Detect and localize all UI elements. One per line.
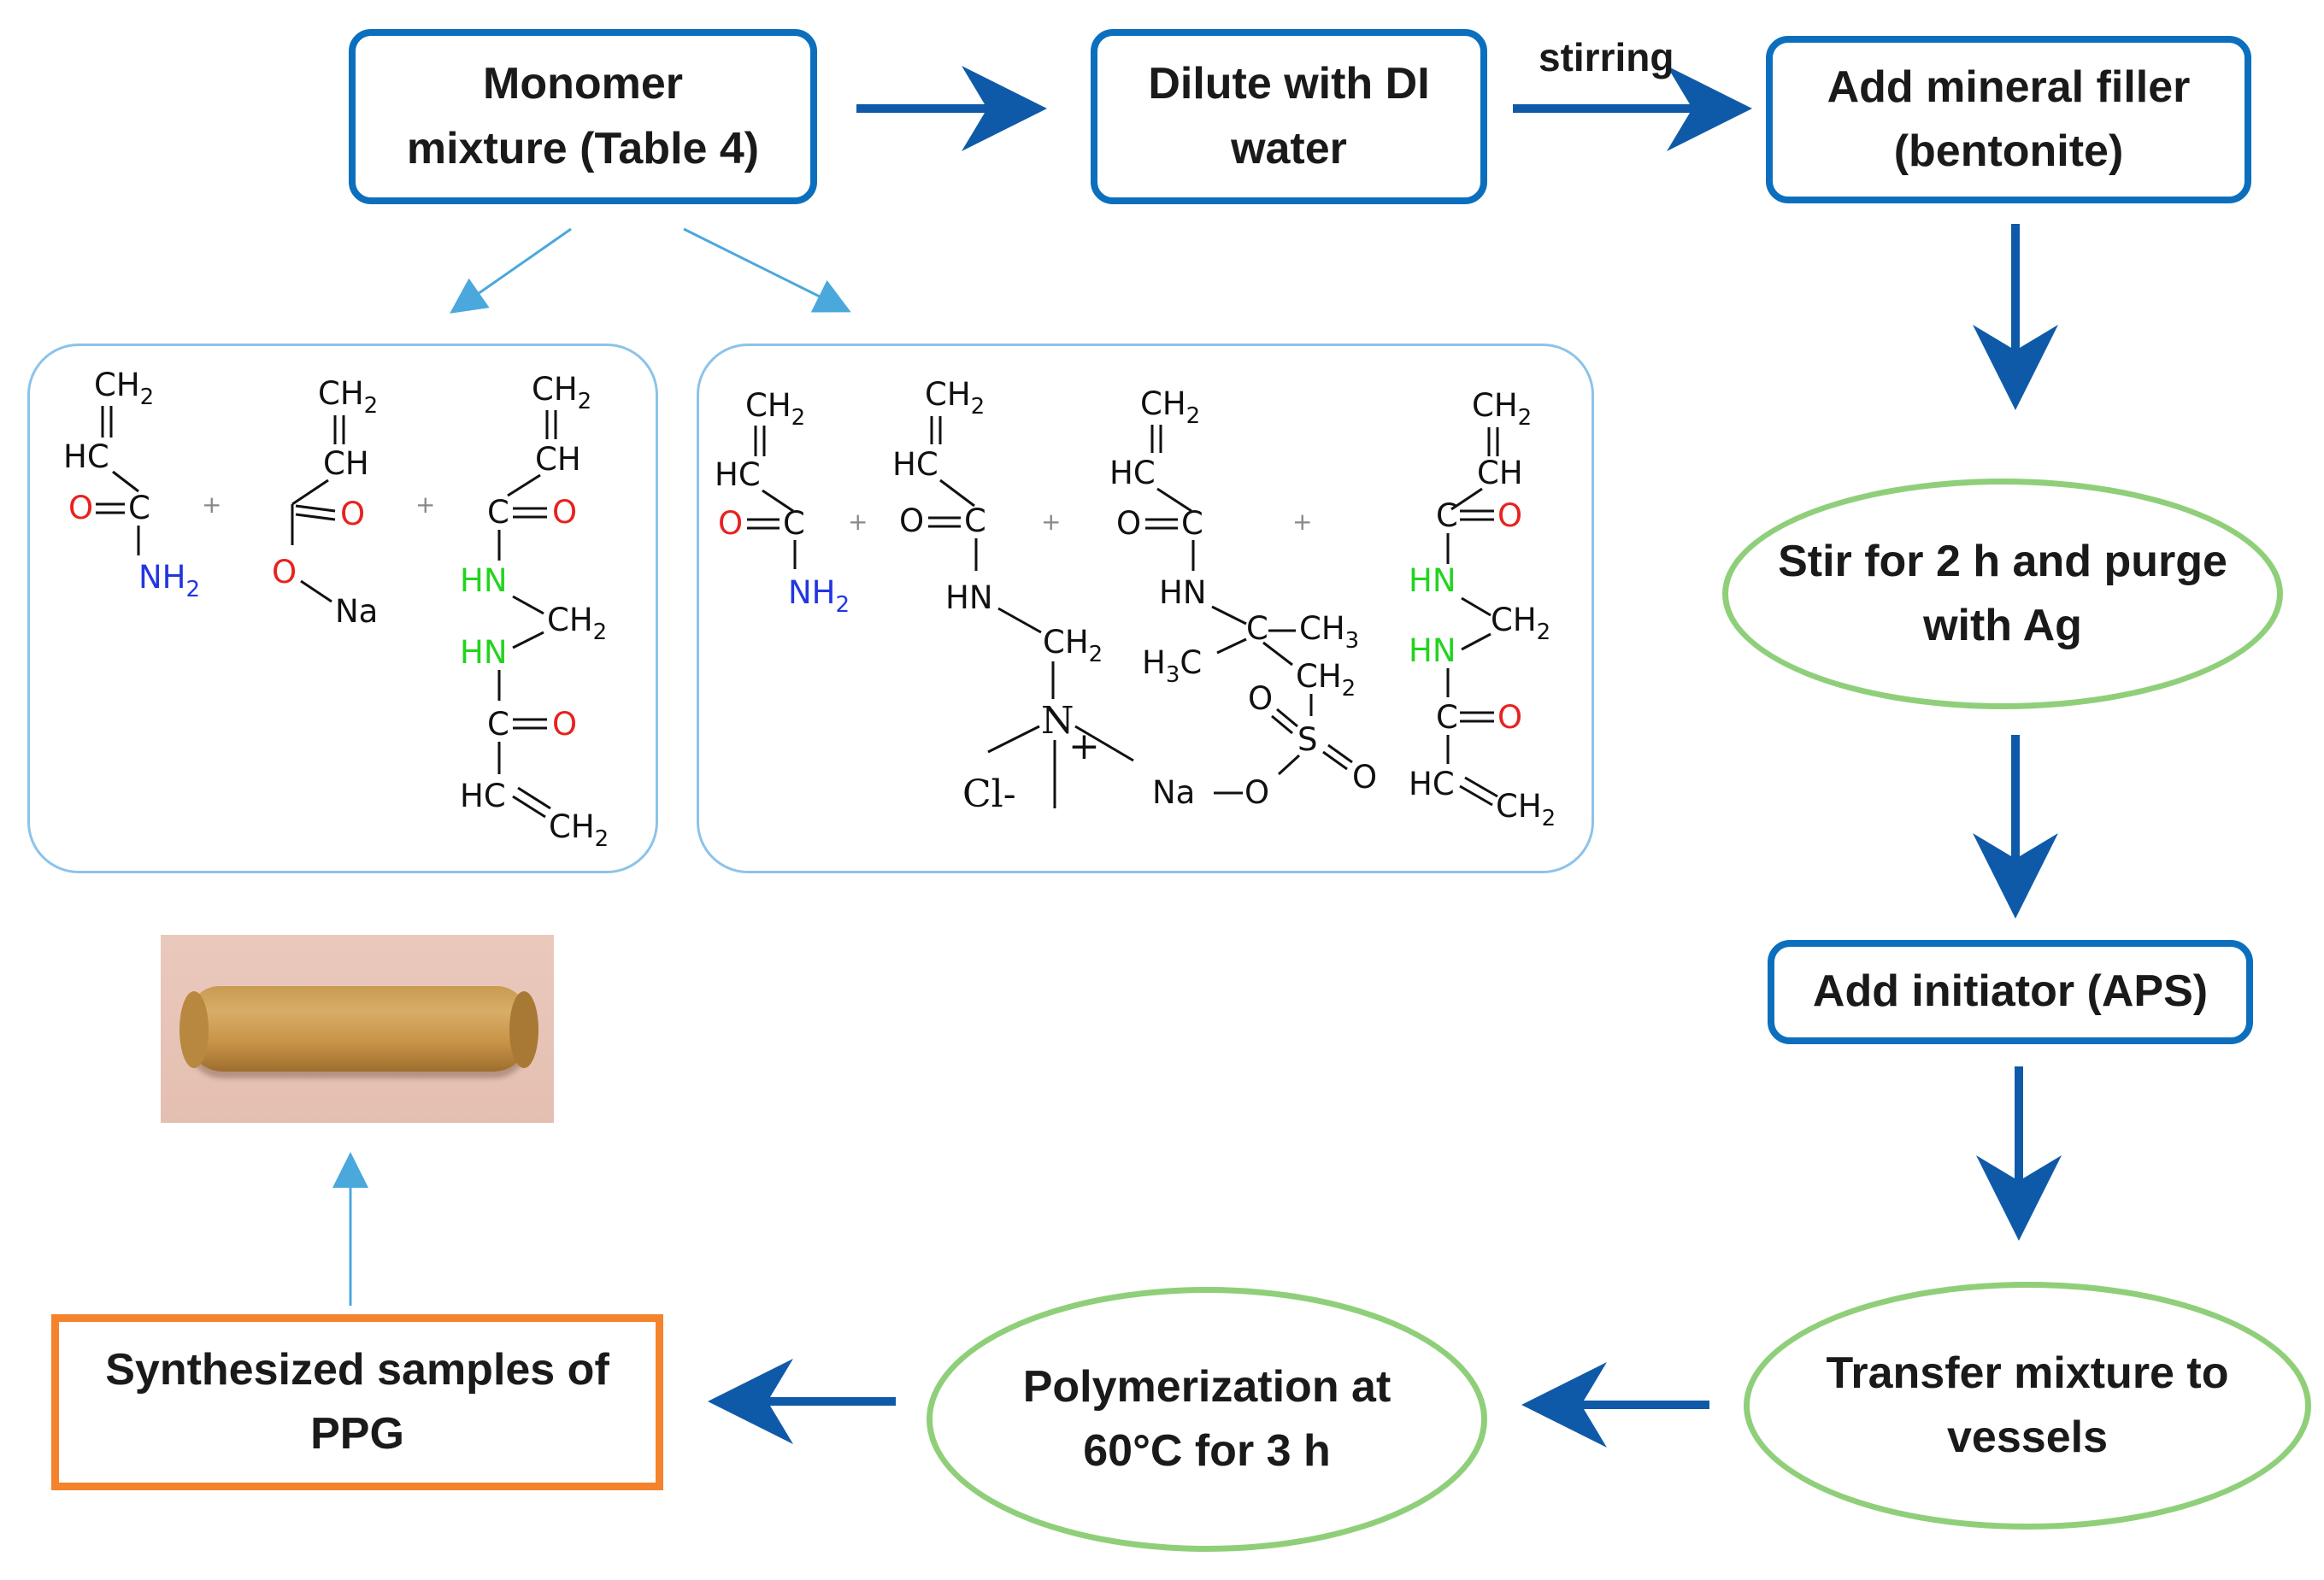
atom-c: C xyxy=(783,505,805,542)
atom-ch2: CH2 xyxy=(1296,658,1356,702)
node-add-mineral-filler: Add mineral filler (bentonite) xyxy=(1766,36,2251,203)
atom-c: C xyxy=(487,494,509,531)
atom-na: Na xyxy=(1152,774,1195,811)
node-transfer-mixture: Transfer mixture to vessels xyxy=(1744,1282,2311,1530)
atom-hn: HN xyxy=(460,562,508,599)
atom-c: C xyxy=(964,502,986,539)
atom-ch2: CH2 xyxy=(1496,788,1556,831)
node-add-initiator: Add initiator (APS) xyxy=(1768,940,2253,1044)
atom-ch2: CH2 xyxy=(1140,385,1200,429)
plus-sign: + xyxy=(1041,508,1061,536)
sample-photo xyxy=(161,935,554,1123)
atom-h3c: H3C xyxy=(1142,644,1202,688)
atom-ch3: CH3 xyxy=(1299,610,1359,654)
ppg-sample-end-left xyxy=(179,991,209,1068)
cationic-monomer: CH2 HC O C HN CH2 N + Cl- xyxy=(892,376,1134,816)
atom-ch2: CH2 xyxy=(318,375,378,419)
atom-o: O xyxy=(552,494,577,531)
atom-o: O xyxy=(899,502,924,539)
atom-o: O xyxy=(1497,497,1522,534)
atom-c: C xyxy=(1181,505,1203,542)
atom-hc: HC xyxy=(1109,455,1156,491)
atom-o: O xyxy=(718,505,743,542)
atom-o: O xyxy=(1497,699,1522,736)
atom-ch2: CH2 xyxy=(549,808,609,852)
methylene-bisacrylamide-right: CH2 CH C O HN CH2 HN C O HC CH2 xyxy=(1409,387,1556,831)
sodium-acrylate: CH2 CH O O Na xyxy=(272,375,378,630)
atom-o: O xyxy=(1244,774,1269,811)
atom-o: O xyxy=(1116,505,1141,542)
monomer-panel-left xyxy=(27,344,658,873)
methylene-bisacrylamide-left: CH2 CH C O HN CH2 HN C O HC CH2 xyxy=(460,371,609,852)
atom-o: O xyxy=(272,554,297,590)
atom-ch2: CH2 xyxy=(1472,387,1532,431)
atom-s: S xyxy=(1297,721,1318,758)
atom-o: O xyxy=(68,490,93,526)
atom-hc: HC xyxy=(892,446,938,483)
atom-hc: HC xyxy=(1409,766,1455,802)
acrylamide-left: CH2 HC O C NH2 xyxy=(63,367,200,602)
arrow-monomer-to-panel-left xyxy=(450,227,572,314)
ppg-sample-end-right xyxy=(509,991,538,1068)
atom-hn: HN xyxy=(945,579,993,616)
atom-cl: Cl- xyxy=(962,772,1016,816)
atom-hn: HN xyxy=(1159,574,1207,611)
arrow-monomer-to-panel-right xyxy=(683,227,851,313)
atom-ch2: CH2 xyxy=(94,367,154,410)
amps-sodium: CH2 HC O C HN C CH3 H3C CH2 S O O O xyxy=(1109,385,1377,811)
atom-hc: HC xyxy=(460,778,506,814)
atom-ch2: CH2 xyxy=(925,376,985,420)
node-dilute-water: Dilute with DI water xyxy=(1091,29,1487,204)
atom-ch: CH xyxy=(1477,455,1523,491)
atom-nh2: NH2 xyxy=(138,559,200,602)
atom-hc: HC xyxy=(63,438,109,475)
atom-hn: HN xyxy=(1409,632,1456,669)
atom-ch2: CH2 xyxy=(1043,624,1103,667)
atom-ch2: CH2 xyxy=(745,387,805,431)
node-polymerization: Polymerization at 60°C for 3 h xyxy=(927,1287,1487,1552)
atom-ch2: CH2 xyxy=(1491,602,1550,645)
monomer-panel-right xyxy=(697,344,1594,873)
atom-c: C xyxy=(1246,610,1268,647)
plus-sign: + xyxy=(415,490,435,519)
node-synthesized-ppg: Synthesized samples of PPG xyxy=(51,1314,663,1490)
edge-label-stirring: stirring xyxy=(1539,35,1674,79)
atom-c: C xyxy=(1436,699,1458,736)
atom-c: C xyxy=(487,706,509,743)
atom-c: C xyxy=(1436,497,1458,534)
plus-sign: + xyxy=(1292,508,1312,536)
node-monomer-mixture: Monomer mixture (Table 4) xyxy=(349,29,817,204)
atom-c: C xyxy=(128,490,150,526)
atom-o: O xyxy=(1352,759,1377,796)
ppg-sample-shape xyxy=(185,986,532,1072)
atom-o: O xyxy=(1248,680,1273,717)
plus-sign: + xyxy=(848,508,868,536)
atom-o: O xyxy=(552,706,577,743)
atom-ch2: CH2 xyxy=(532,371,591,414)
atom-hc: HC xyxy=(715,456,761,493)
atom-hn: HN xyxy=(460,634,508,671)
atom-hn: HN xyxy=(1409,562,1456,599)
atom-ch2: CH2 xyxy=(547,602,607,645)
atom-na: Na xyxy=(335,593,378,630)
atom-nh2: NH2 xyxy=(788,574,850,618)
atom-ch: CH xyxy=(535,441,581,478)
atom-ch: CH xyxy=(323,445,369,482)
atom-o: O xyxy=(340,496,365,532)
atom-n: N xyxy=(1041,699,1074,743)
plus-sign: + xyxy=(202,490,221,519)
node-stir-purge: Stir for 2 h and purge with Ag xyxy=(1722,479,2283,709)
acrylamide-right: CH2 HC O C NH2 xyxy=(715,387,850,618)
